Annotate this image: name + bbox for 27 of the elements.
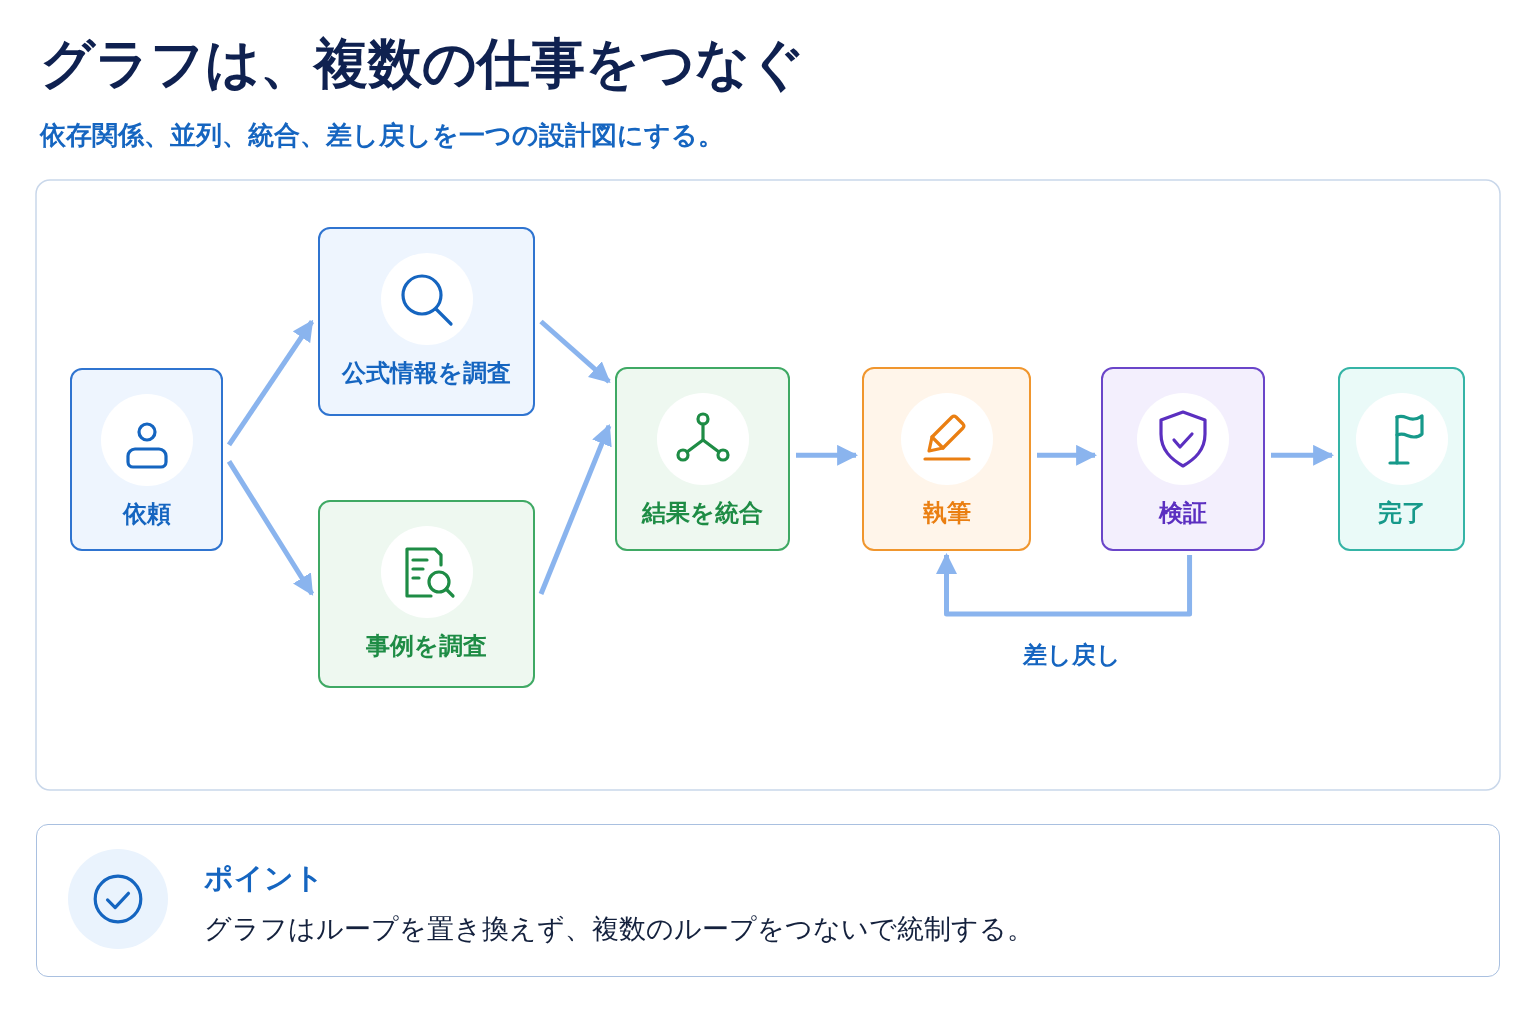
step-label: 結果を統合 xyxy=(640,498,764,529)
note-panel xyxy=(36,824,1500,977)
process-box xyxy=(318,227,535,416)
arrow xyxy=(226,460,315,596)
step-label: 依頼 xyxy=(121,499,172,530)
subtitle: 依存関係、並列、統合、差し戻しを一つの設計図にする。 xyxy=(40,119,724,152)
step-label: 検証 xyxy=(1157,498,1208,529)
note-heading: ポイント xyxy=(204,860,324,897)
process-box xyxy=(615,367,790,551)
process-box xyxy=(1101,367,1265,551)
note-text: グラフはループを置き換えず、複数のループをつないで統制する。 xyxy=(204,912,1034,946)
process-box xyxy=(1338,367,1465,551)
step-label: 公式情報を調査 xyxy=(340,358,512,389)
step-label: 完了 xyxy=(1376,498,1427,529)
arrow xyxy=(1037,444,1098,466)
arrow xyxy=(796,444,859,466)
process-box xyxy=(70,368,223,551)
arrow xyxy=(226,319,315,447)
arrow xyxy=(936,552,1193,617)
step-label: 執筆 xyxy=(921,498,972,529)
arrow xyxy=(1271,444,1335,466)
arrow xyxy=(538,423,612,595)
step-label: 事例を調査 xyxy=(365,631,488,662)
process-box xyxy=(318,500,535,688)
arrow xyxy=(539,319,611,384)
process-box xyxy=(862,367,1031,551)
title: グラフは、複数の仕事をつなぐ xyxy=(40,31,805,97)
